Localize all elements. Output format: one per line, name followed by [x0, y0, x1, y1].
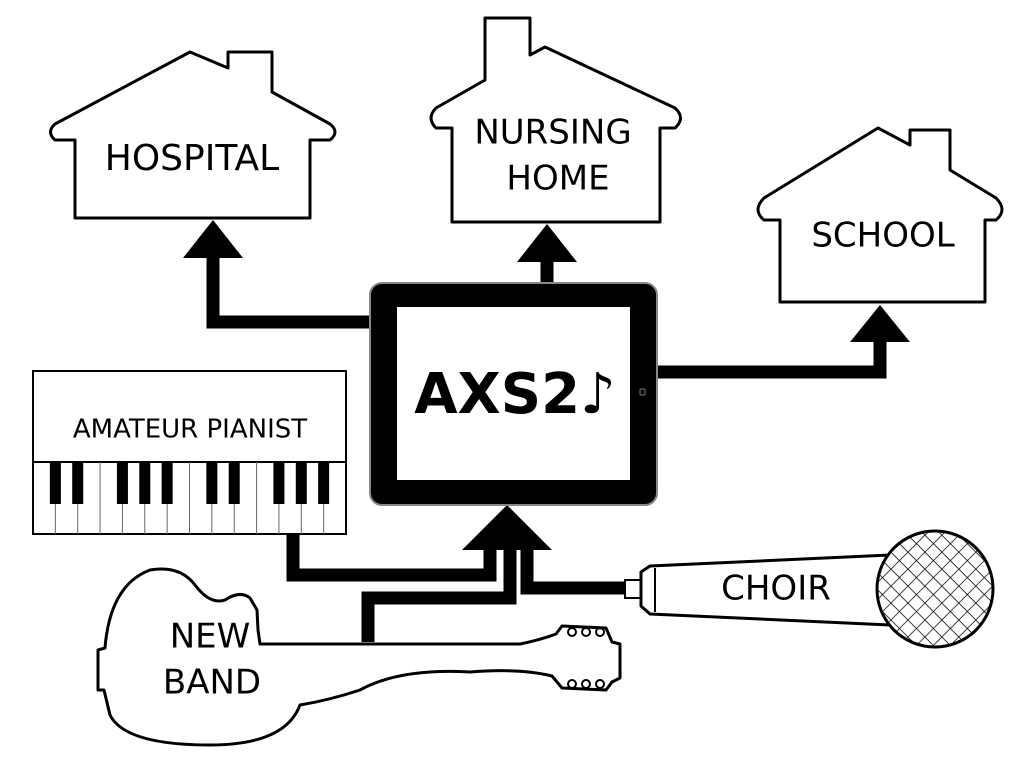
school-house: SCHOOL	[756, 126, 1004, 304]
black-key	[273, 462, 285, 504]
axs2-tablet: AXS2♪	[369, 282, 658, 506]
black-key	[49, 462, 61, 504]
guitar: NEW BAND	[96, 567, 622, 747]
school-label: SCHOOL	[811, 216, 954, 256]
black-key	[228, 462, 240, 504]
nursing-home-house: NURSING HOME	[429, 16, 682, 224]
nursing-home-label-line2: HOME	[506, 159, 609, 199]
input-arrows	[286, 505, 632, 642]
band-label-line1: NEW	[170, 617, 251, 657]
black-key	[116, 462, 128, 504]
arrow-to-school	[655, 305, 910, 379]
choir-label: CHOIR	[721, 569, 831, 609]
pianist-label: AMATEUR PIANIST	[73, 415, 307, 445]
piano-keyboard: AMATEUR PIANIST	[32, 370, 347, 535]
band-label-line2: BAND	[163, 663, 261, 703]
hospital-house: HOSPITAL	[49, 50, 337, 220]
black-key	[139, 462, 151, 504]
arrow-to-nursing-home	[517, 224, 577, 285]
microphone: CHOIR	[624, 529, 995, 649]
black-key	[206, 462, 218, 504]
black-key	[161, 462, 173, 504]
home-button-icon	[639, 388, 646, 396]
hospital-label: HOSPITAL	[105, 138, 279, 179]
black-key	[295, 462, 307, 504]
axs2-label: AXS2♪	[414, 362, 616, 427]
nursing-home-label-line1: NURSING	[474, 113, 631, 153]
black-key	[72, 462, 84, 504]
black-key	[318, 462, 330, 504]
arrow-to-hospital	[183, 220, 372, 329]
